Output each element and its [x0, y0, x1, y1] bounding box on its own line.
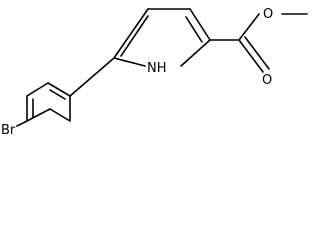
- carbonyl-oxygen-label: O: [262, 73, 272, 88]
- bond-aryl-pyrrole: [69, 57, 115, 97]
- bond-pyrrole-c5-c4: [113, 8, 149, 59]
- bond-ring-1: [26, 108, 51, 122]
- bond-pyrrole-c2-n: [180, 39, 211, 67]
- pyrrole-ring: [113, 8, 211, 67]
- bond-pyrrole-c3-c2: [189, 8, 211, 41]
- bond-ring-6: [49, 108, 71, 122]
- bond-pyrrole-n-c5: [113, 57, 146, 67]
- bond-ring-3: [26, 82, 49, 97]
- bond-ring-inner-2: [49, 89, 66, 100]
- bond-pyrrole-c5-c4-inner: [120, 15, 149, 57]
- ester-group: [209, 13, 308, 73]
- benzene-ring: [26, 82, 71, 122]
- bond-carbonyl-o-double-2: [244, 36, 270, 70]
- bond-pyrrole-c3-c2-inner: [185, 16, 203, 43]
- ester-oxygen-label: O: [263, 7, 273, 22]
- bond-c-br: [16, 120, 28, 127]
- bond-carbonyl-ester-o: [238, 13, 260, 41]
- nitrogen-atom-label: NH: [147, 61, 167, 76]
- bond-ring-4: [47, 82, 71, 97]
- bromine-atom-label: Br: [1, 123, 16, 138]
- bond-carbonyl-o-double-1: [238, 39, 264, 73]
- chemical-structure: Br NH O O: [1, 7, 308, 138]
